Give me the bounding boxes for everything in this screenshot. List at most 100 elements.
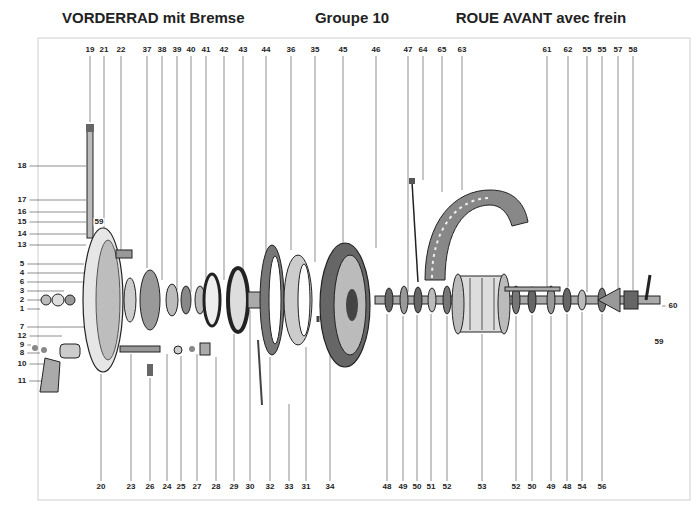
leader-line (551, 316, 552, 481)
callout-number: 42 (219, 46, 230, 54)
leader-line (587, 56, 588, 292)
callout-number: 50 (412, 483, 423, 491)
leader-line (29, 200, 86, 201)
callout-number: 13 (17, 241, 28, 249)
callout-number: 17 (17, 196, 28, 204)
leader-line (29, 364, 46, 365)
leader-line (27, 309, 40, 310)
callout-number: 16 (17, 208, 28, 216)
leader-line (29, 336, 62, 337)
leader-line (121, 56, 122, 250)
callout-number: 27 (192, 483, 203, 491)
callout-number: 45 (338, 46, 349, 54)
callout-number: 58 (628, 46, 639, 54)
callout-number: 26 (145, 483, 156, 491)
leader-line (90, 56, 91, 122)
callout-number: 8 (19, 349, 25, 357)
leader-line (602, 314, 603, 481)
leader-line (27, 273, 84, 274)
leader-line (234, 334, 235, 481)
callout-number: 21 (99, 46, 110, 54)
leader-line (181, 356, 182, 481)
callout-number: 19 (85, 46, 96, 54)
leader-line (29, 222, 86, 223)
callout-number: 12 (17, 332, 28, 340)
callout-number: 61 (542, 46, 553, 54)
leader-line (27, 264, 84, 265)
leader-line (568, 56, 569, 287)
callout-number: 15 (17, 218, 28, 226)
callout-number: 28 (211, 483, 222, 491)
callout-number: 20 (96, 483, 107, 491)
leader-line (177, 56, 178, 290)
callout-number: 44 (261, 46, 272, 54)
callout-number: 25 (176, 483, 187, 491)
callout-number: 37 (142, 46, 153, 54)
leader-line (306, 347, 307, 481)
leader-line (197, 354, 198, 481)
leader-line (224, 56, 225, 280)
callout-number: 23 (126, 483, 137, 491)
leader-line (662, 306, 666, 307)
leader-line (447, 316, 448, 481)
leader-line (442, 56, 443, 192)
leader-line (206, 56, 207, 292)
leader-line (27, 327, 84, 328)
leader-line (516, 316, 517, 481)
leader-line (291, 56, 292, 250)
leader-line (633, 56, 634, 290)
callout-number: 7 (19, 323, 25, 331)
callout-number: 48 (562, 483, 573, 491)
callout-number: 52 (442, 483, 453, 491)
callout-number: 18 (17, 162, 28, 170)
callout-number: 9 (19, 341, 25, 349)
callout-number: 48 (382, 483, 393, 491)
leader-line (582, 312, 583, 481)
callout-number: 1 (19, 305, 25, 313)
callout-number: 36 (286, 46, 297, 54)
callout-number: 62 (563, 46, 574, 54)
leader-line (547, 56, 548, 287)
leader-line (462, 56, 463, 190)
callout-number: 57 (613, 46, 624, 54)
callout-number: 49 (398, 483, 409, 491)
leader-line (315, 56, 316, 262)
leader-line (602, 56, 603, 290)
callout-number: 39 (172, 46, 183, 54)
leader-line (289, 404, 290, 481)
callout-number: 29 (229, 483, 240, 491)
leader-line (167, 354, 168, 481)
leader-line (403, 316, 404, 481)
leader-line (417, 315, 418, 481)
title: VORDERRAD mit Bremse (62, 10, 245, 25)
callout-number: 32 (265, 483, 276, 491)
callout-number: 10 (17, 360, 28, 368)
callout-number: 22 (116, 46, 127, 54)
leader-line (27, 353, 40, 354)
callout-number: 33 (284, 483, 295, 491)
leader-line (29, 166, 86, 167)
callout-number: 6 (19, 278, 25, 286)
callout-number: 41 (201, 46, 212, 54)
callout-number: 2 (19, 296, 25, 304)
callout-number: 34 (325, 483, 336, 491)
leader-line (131, 354, 132, 481)
callout-number: 60 (668, 302, 679, 310)
callout-number: 50 (527, 483, 538, 491)
leader-line (376, 56, 377, 248)
leader-line (27, 345, 31, 346)
callout-number: 59 (94, 218, 105, 226)
leader-line (29, 381, 42, 382)
heading-text: Groupe 10 (315, 10, 389, 25)
leader-line (408, 56, 409, 292)
heading-text: ROUE AVANT avec frein (456, 10, 627, 25)
leader-line (431, 314, 432, 481)
leader-line (27, 282, 84, 283)
leader-line (162, 56, 163, 280)
callout-number: 35 (310, 46, 321, 54)
leader-line (250, 310, 251, 481)
callout-number: 51 (426, 483, 437, 491)
leader-line (150, 378, 151, 481)
leader-line (532, 315, 533, 481)
